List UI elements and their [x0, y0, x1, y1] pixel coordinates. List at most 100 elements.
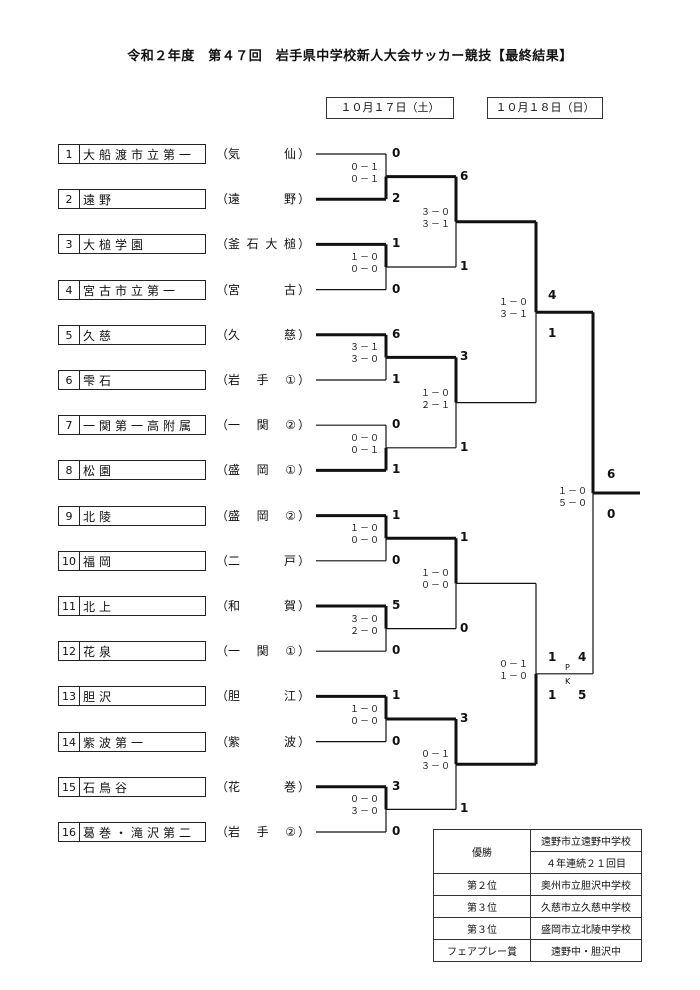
paren-left: （ [216, 689, 229, 704]
team-number: 7 [59, 416, 80, 435]
pk-marker: P [565, 662, 570, 672]
paren-right: ） [297, 147, 310, 161]
result-row-second: 第２位 奥州市立胆沢中学校 [433, 873, 642, 896]
half-score: ０－０ [350, 265, 381, 275]
result-row-third-a: 第３位 久慈市立久慈中学校 [433, 895, 642, 918]
score: 0 [392, 552, 401, 567]
region-name: 胆江 [228, 689, 296, 704]
team-name: 紫波第一 [83, 735, 148, 750]
score: 6 [392, 326, 401, 341]
region-name: 一関② [228, 418, 296, 433]
half-score: ３－０ [421, 207, 452, 218]
pk-score: 4 [578, 649, 587, 664]
team-name: 花泉 [83, 645, 116, 660]
paren-left: （ [216, 192, 229, 207]
team-number: 3 [59, 235, 80, 254]
team-number: 6 [59, 371, 80, 389]
team-name: 宮古市立第一 [83, 283, 180, 298]
score: 1 [392, 236, 401, 251]
result-row-third-b: 第３位 盛岡市立北陵中学校 [433, 917, 642, 940]
paren-left: （ [216, 327, 229, 342]
score: 5 [392, 598, 401, 612]
region-name: 久慈 [228, 327, 296, 342]
result-label: 優勝 [433, 829, 531, 874]
score: 4 [548, 288, 557, 303]
score: 0 [392, 146, 401, 160]
team-name: 遠野 [83, 193, 116, 208]
half-score: ０－０ [350, 433, 381, 444]
team-name: 大船渡市立第一 [83, 148, 196, 162]
team-region: （宮古） [216, 280, 310, 300]
score: 1 [548, 649, 557, 664]
team-region: （胆江） [216, 686, 310, 706]
score: 2 [392, 191, 401, 206]
half-score: ０－１ [350, 445, 381, 456]
team-region: （盛岡①） [216, 460, 310, 480]
paren-left: （ [216, 463, 229, 478]
half-score: ３－０ [350, 807, 381, 818]
result-row-fairplay: フェアプレー賞 遠野中・胆沢中 [433, 939, 642, 962]
paren-right: ） [297, 779, 310, 794]
team-name: 大槌学園 [83, 238, 148, 253]
paren-left: （ [216, 147, 229, 161]
half-score: ３－０ [350, 614, 381, 625]
half-score: ３－１ [421, 219, 452, 230]
score: 1 [548, 326, 557, 341]
paren-left: （ [216, 779, 229, 794]
half-score: ２－１ [421, 400, 452, 411]
team-region: （岩手②） [216, 822, 310, 842]
half-score: ３－１ [350, 343, 381, 354]
score: 6 [607, 467, 616, 481]
team-number: 16 [59, 823, 80, 841]
team-name: 雫石 [83, 374, 116, 388]
team-number: 13 [59, 687, 80, 706]
team-number: 11 [59, 597, 80, 615]
result-row-winner: 優勝 遠野市立遠野中学校 [433, 829, 642, 874]
half-score: ３－０ [350, 355, 381, 366]
result-value: 盛岡市立北陵中学校 [530, 917, 642, 940]
team-name: 葛巻・滝沢第二 [83, 826, 196, 840]
paren-right: ） [297, 463, 310, 478]
region-name: 宮古 [228, 282, 296, 297]
page-title: 令和２年度 第４７回 岩手県中学校新人大会サッカー競技【最終結果】 [127, 49, 573, 64]
paren-left: （ [216, 373, 229, 387]
pk-marker: K [565, 676, 571, 686]
half-score: ０－０ [421, 581, 452, 592]
score: 1 [548, 687, 557, 702]
half-score: １－０ [499, 298, 530, 309]
result-label: フェアプレー賞 [433, 939, 531, 962]
results-table: 優勝 遠野市立遠野中学校 ４年連続２１回目 第２位 奥州市立胆沢中学校 第３位 … [433, 829, 642, 962]
score: 1 [392, 462, 401, 477]
result-label: 第３位 [433, 917, 531, 940]
team-name: 石鳥谷 [83, 780, 132, 795]
region-name: 釜石大槌 [228, 237, 296, 252]
half-score: ０－０ [350, 717, 381, 727]
score: 1 [460, 530, 469, 545]
region-name: 盛岡① [228, 463, 296, 478]
half-score: １－０ [350, 253, 381, 263]
half-score: ０－１ [421, 750, 452, 761]
result-value: 遠野市立遠野中学校 [530, 829, 642, 852]
paren-right: ） [297, 689, 310, 704]
paren-right: ） [297, 508, 310, 523]
team-name: 一関第一高附属 [83, 419, 196, 434]
score: 1 [392, 507, 401, 522]
half-score: １－０ [558, 487, 589, 497]
half-score: １－０ [499, 671, 530, 682]
team-number: 15 [59, 777, 80, 796]
region-name: 岩手② [228, 825, 296, 839]
paren-right: ） [297, 192, 310, 207]
team-number: 14 [59, 732, 80, 751]
result-value: 奥州市立胆沢中学校 [530, 873, 642, 896]
half-score: ０－０ [350, 795, 381, 806]
